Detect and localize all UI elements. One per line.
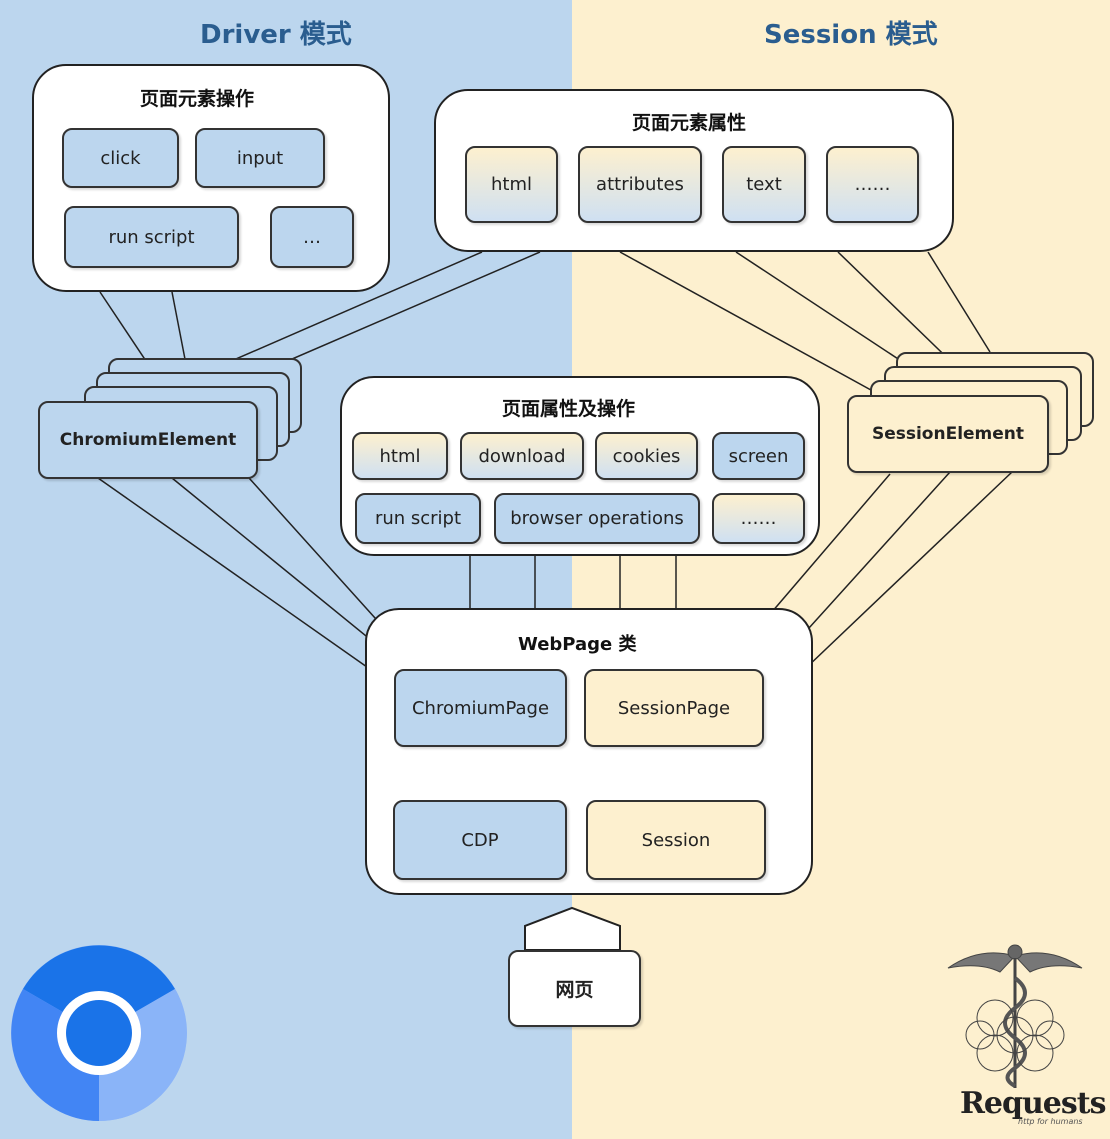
session-box: Session: [586, 800, 766, 880]
download-box: download: [460, 432, 584, 480]
requests-logo-subtitle: http for humans: [1018, 1117, 1083, 1126]
session-element-box: SessionElement: [847, 395, 1049, 473]
element-properties-title: 页面元素属性: [632, 112, 747, 134]
click-box: click: [62, 128, 179, 188]
cookies-box: cookies: [595, 432, 698, 480]
session-page-box: SessionPage: [584, 669, 764, 747]
element-operations-title: 页面元素操作: [140, 88, 255, 110]
attributes-box: attributes: [578, 146, 702, 223]
more-ops-box: …: [270, 206, 354, 268]
input-box: input: [195, 128, 325, 188]
driver-mode-title: Driver 模式: [200, 20, 352, 50]
screen-box: screen: [712, 432, 805, 480]
webpage-source-box: 网页: [508, 950, 641, 1027]
run-script-box: run script: [64, 206, 239, 268]
page-html-box: html: [352, 432, 448, 480]
more-props-box: ……: [826, 146, 919, 223]
chromium-logo-icon: [11, 945, 187, 1121]
element-html-box: html: [465, 146, 558, 223]
requests-logo-text: Requests: [960, 1086, 1107, 1121]
requests-logo-icon: [947, 944, 1083, 1088]
more-page-props-box: ……: [712, 493, 805, 544]
chromium-element-box: ChromiumElement: [38, 401, 258, 479]
text-box: text: [722, 146, 806, 223]
cdp-box: CDP: [393, 800, 567, 880]
webpage-class-title: WebPage 类: [518, 634, 637, 655]
page-properties-title: 页面属性及操作: [502, 398, 636, 420]
browser-operations-box: browser operations: [494, 493, 700, 544]
page-run-script-box: run script: [355, 493, 481, 544]
session-mode-title: Session 模式: [764, 20, 938, 50]
chromium-page-box: ChromiumPage: [394, 669, 567, 747]
